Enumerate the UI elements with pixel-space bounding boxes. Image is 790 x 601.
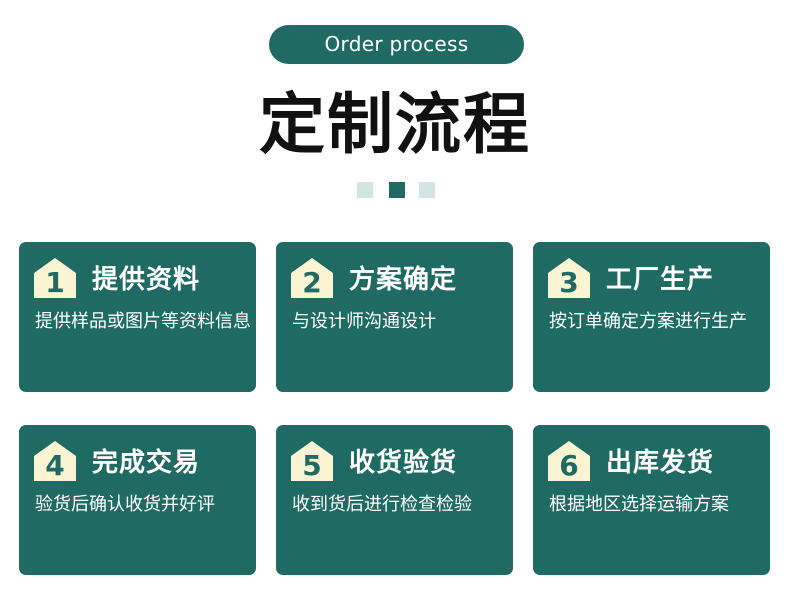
step-number: 3 (559, 266, 579, 299)
step-card-5: 5 收货验货 收到货后进行检查检验 (276, 425, 513, 575)
step-number: 4 (45, 449, 65, 482)
step-number: 2 (302, 266, 322, 299)
dot-light-left (357, 182, 373, 198)
house-badge-icon (291, 258, 333, 298)
house-badge-icon (291, 441, 333, 481)
step-badge: 4 (34, 441, 76, 481)
step-card-6: 6 出库发货 根据地区选择运输方案 (533, 425, 770, 575)
step-badge: 5 (291, 441, 333, 481)
step-card-1: 1 提供资料 提供样品或图片等资料信息 (19, 242, 256, 392)
step-badge: 3 (548, 258, 590, 298)
step-title: 提供资料 (92, 265, 201, 295)
step-title: 方案确定 (349, 265, 458, 295)
step-description: 根据地区选择运输方案 (549, 494, 729, 515)
house-badge-icon (34, 441, 76, 481)
step-title: 收货验货 (349, 448, 458, 478)
step-title: 出库发货 (606, 448, 715, 478)
step-card-2: 2 方案确定 与设计师沟通设计 (276, 242, 513, 392)
step-description: 收到货后进行检查检验 (292, 494, 472, 515)
step-description: 与设计师沟通设计 (292, 311, 436, 332)
dot-dark-center (389, 182, 405, 198)
step-badge: 1 (34, 258, 76, 298)
step-title: 工厂生产 (606, 265, 715, 295)
page-title: 定制流程 (259, 86, 531, 163)
step-card-4: 4 完成交易 验货后确认收货并好评 (19, 425, 256, 575)
step-card-3: 3 工厂生产 按订单确定方案进行生产 (533, 242, 770, 392)
house-badge-icon (548, 441, 590, 481)
step-title: 完成交易 (92, 448, 201, 478)
step-number: 6 (559, 449, 579, 482)
step-number: 1 (45, 266, 65, 299)
house-badge-icon (34, 258, 76, 298)
decorative-dots (357, 182, 437, 198)
dot-light-right (419, 182, 435, 198)
step-number: 5 (302, 449, 322, 482)
step-badge: 2 (291, 258, 333, 298)
step-description: 提供样品或图片等资料信息 (35, 311, 251, 332)
house-badge-icon (548, 258, 590, 298)
step-description: 按订单确定方案进行生产 (549, 311, 747, 332)
step-badge: 6 (548, 441, 590, 481)
step-description: 验货后确认收货并好评 (35, 494, 215, 515)
subtitle-pill: Order process (269, 25, 524, 64)
